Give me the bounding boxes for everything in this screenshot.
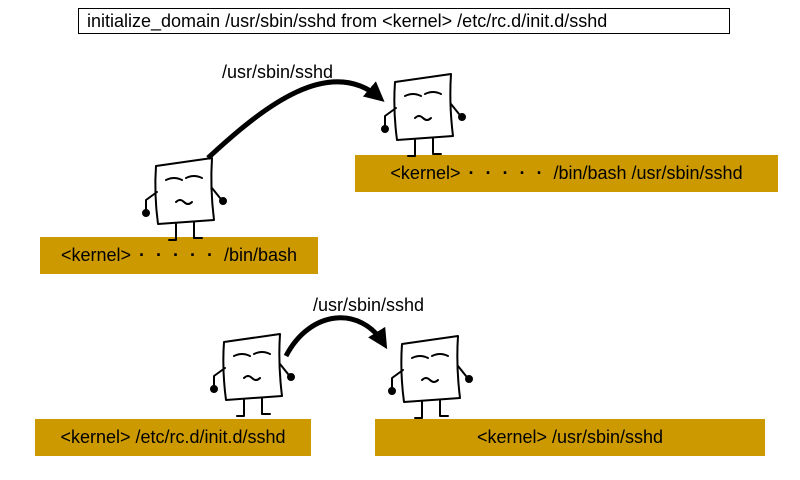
paper-character-icon [142, 157, 227, 241]
paper-character-icon [388, 335, 473, 419]
domain-bar-init-sshd: <kernel> /etc/rc.d/init.d/sshd [35, 419, 311, 456]
paper-character-icon [381, 73, 466, 157]
transition-arrow-bottom [283, 315, 388, 358]
transition-label-top: /usr/sbin/sshd [222, 62, 334, 82]
domain-bar-bash-sshd: <kernel> · · · · · /bin/bash /usr/sbin/s… [355, 155, 778, 192]
transition-label-bottom: /usr/sbin/sshd [313, 295, 425, 315]
domain-part-kernel: <kernel> [60, 245, 131, 265]
ellipsis-dots: · · · · · [139, 245, 216, 265]
domain-bar-usr-sshd: <kernel> /usr/sbin/sshd [375, 419, 765, 456]
domain-part-bash-sshd: /bin/bash /usr/sbin/sshd [553, 163, 743, 183]
domain-part-kernel: <kernel> [390, 163, 461, 183]
ellipsis-dots: · · · · · [468, 163, 546, 183]
paper-character-icon [210, 333, 295, 417]
rule-title: initialize_domain /usr/sbin/sshd from <k… [78, 8, 730, 34]
domain-bar-bash: <kernel> · · · · · /bin/bash [40, 237, 318, 274]
domain-part-bash: /bin/bash [223, 245, 298, 265]
transition-arrow-top [206, 79, 385, 160]
